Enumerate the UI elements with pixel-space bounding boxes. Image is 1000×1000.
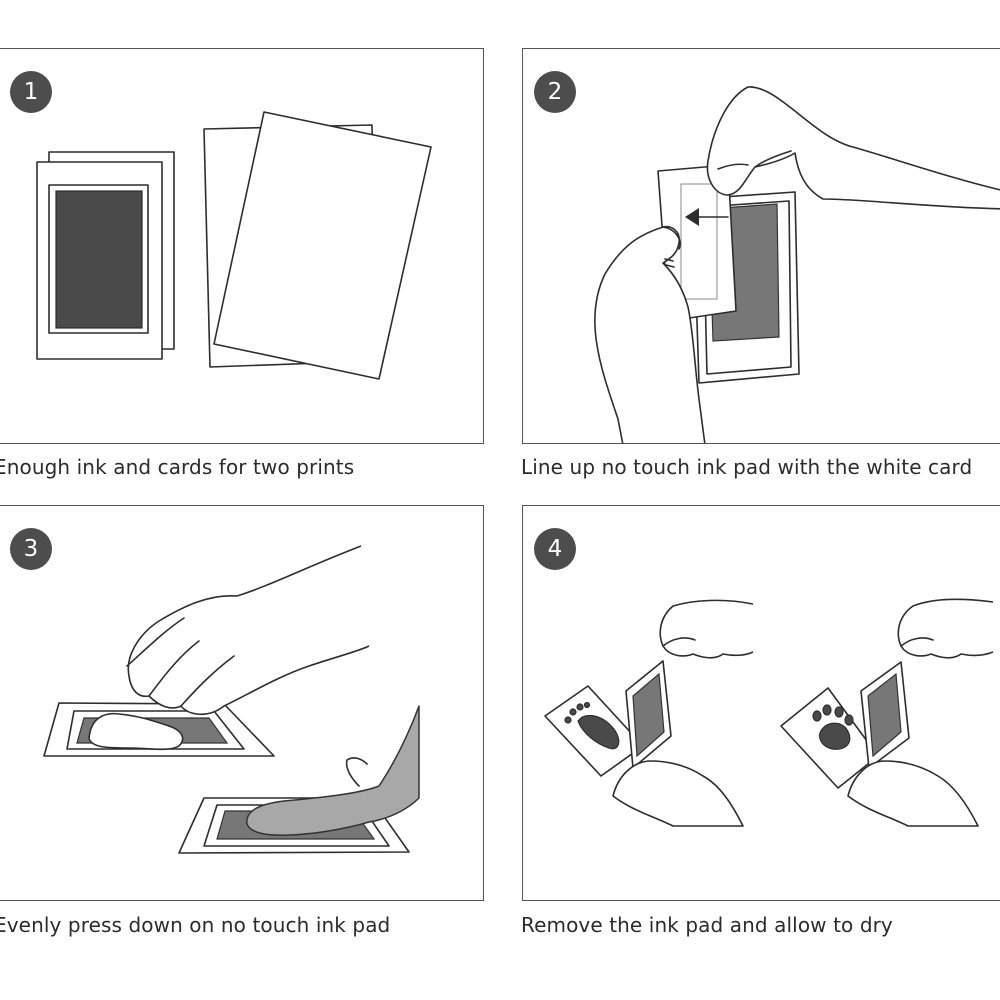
white-cards [203,111,432,380]
pet-paw [246,705,420,836]
footprint-icon [577,714,620,750]
step-3-caption: Evenly press down on no touch ink pad [0,913,391,937]
step-2-illustration [594,86,1000,443]
step-1-panel: 1 [0,48,484,444]
step-1-illustration [36,111,432,380]
step-2-caption: Line up no touch ink pad with the white … [521,455,973,479]
step-4-panel: 4 [522,505,1000,901]
left-hand [594,225,706,443]
step-2-panel: 2 [522,48,1000,444]
step-number-badge: 4 [534,528,576,570]
ink-pad-lifted-1 [625,660,672,769]
adult-hand [126,545,370,716]
pawprint-icon [819,722,851,750]
baby-hand-foot [88,712,184,751]
hand-top-1 [659,599,754,659]
right-hand [706,86,1000,210]
step-number-badge: 2 [534,71,576,113]
step-3-panel: 3 [0,505,484,901]
hand-bottom-2 [847,760,979,827]
hand-top-2 [897,598,994,659]
arrow-head-icon [685,208,699,226]
step-3-illustration [43,545,420,854]
step-number-badge: 1 [10,71,52,113]
step-4-illustration [544,598,994,827]
step-number-badge: 3 [10,528,52,570]
step-4-caption: Remove the ink pad and allow to dry [521,913,893,937]
ink-pad-stack [36,151,175,360]
hand-bottom-1 [612,760,744,827]
ink-pad-lifted-2 [860,661,910,769]
step-1-caption: Enough ink and cards for two prints [0,455,355,479]
